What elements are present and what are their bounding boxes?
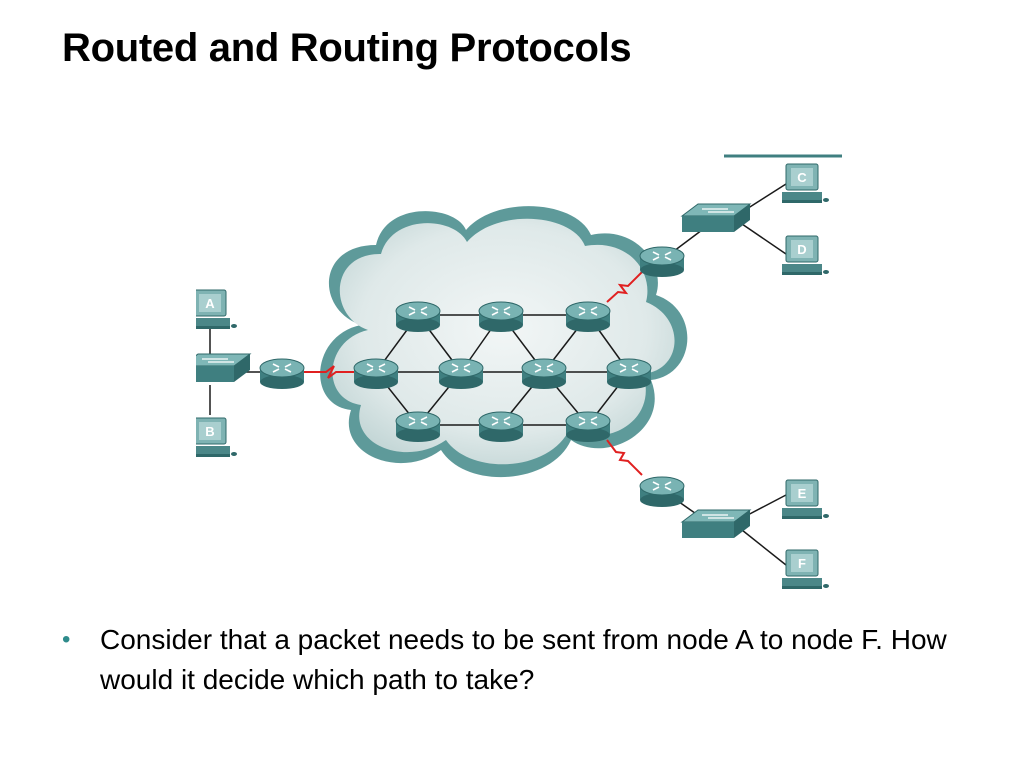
router-icon: [478, 301, 524, 333]
edge-router-icon: [639, 476, 685, 508]
bullet-icon: •: [62, 626, 71, 653]
node-label: D: [797, 242, 806, 257]
switch-icon: [681, 203, 751, 233]
router-icon: [353, 358, 399, 390]
router-icon: [606, 358, 652, 390]
node-label: A: [205, 296, 215, 311]
switch-icon: [681, 509, 751, 539]
edge-router-icon: [639, 246, 685, 278]
node-b: B: [196, 417, 238, 458]
node-d: D: [781, 235, 830, 276]
computer-icon: [196, 417, 238, 458]
edge-router-icon: [259, 358, 305, 390]
bullet-text: Consider that a packet needs to be sent …: [100, 624, 947, 695]
network-diagram: A B C D E F: [196, 154, 842, 590]
node-label: F: [798, 556, 806, 571]
bullet-list: • Consider that a packet needs to be sen…: [60, 620, 960, 700]
router-icon: [521, 358, 567, 390]
node-label: B: [205, 424, 214, 439]
node-e: E: [781, 479, 830, 520]
node-a: A: [196, 289, 238, 330]
wan-links: [304, 269, 645, 476]
network-cloud: [320, 206, 688, 478]
node-c: C: [781, 163, 830, 204]
switch-icon: [196, 353, 251, 383]
computer-icon: [196, 289, 238, 330]
router-icon: [565, 411, 611, 443]
router-icon: [438, 358, 484, 390]
router-icon: [565, 301, 611, 333]
node-f: F: [781, 549, 830, 590]
slide-title: Routed and Routing Protocols: [62, 26, 632, 70]
router-icon: [395, 411, 441, 443]
router-icon: [478, 411, 524, 443]
bullet-item: • Consider that a packet needs to be sen…: [60, 620, 960, 700]
node-label: E: [798, 486, 807, 501]
router-icon: [395, 301, 441, 333]
node-label: C: [797, 170, 807, 185]
